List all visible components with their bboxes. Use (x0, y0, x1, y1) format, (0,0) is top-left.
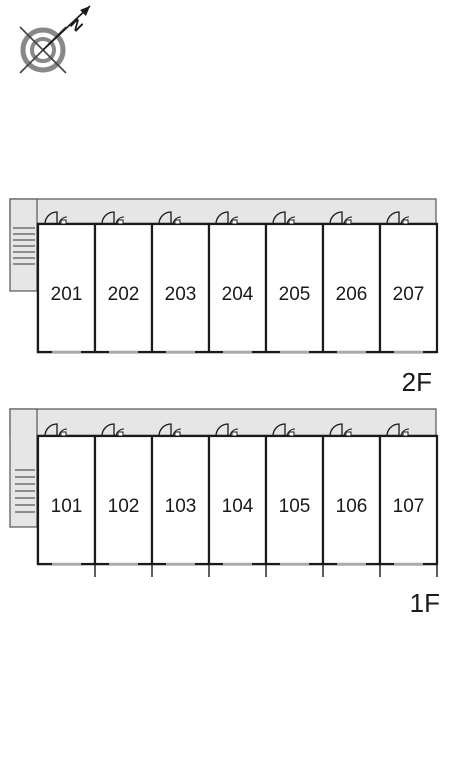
unit-label: 104 (222, 496, 254, 517)
unit-room (150, 222, 211, 354)
staircase-1f (15, 469, 35, 513)
unit-label: 202 (108, 284, 140, 305)
door-icon (158, 423, 182, 437)
pillars-1f (94, 564, 438, 577)
floor-label-2f: 2F (402, 367, 432, 397)
stair-landing-2f (9, 198, 38, 292)
unit-105[interactable]: 105 (264, 423, 325, 566)
unit-room (264, 222, 325, 354)
unit-label: 101 (51, 496, 83, 517)
unit-106[interactable]: 106 (321, 423, 382, 566)
unit-205[interactable]: 205 (264, 211, 325, 354)
door-icon (386, 423, 410, 437)
unit-room (378, 222, 439, 354)
door-icon (329, 423, 353, 437)
door-icon (215, 211, 239, 225)
floor-label-1f: 1F (410, 588, 440, 618)
door-icon (44, 211, 68, 225)
unit-203[interactable]: 203 (150, 211, 211, 354)
door-icon (272, 423, 296, 437)
unit-103[interactable]: 103 (150, 423, 211, 566)
unit-room (36, 434, 97, 566)
unit-label: 107 (393, 496, 425, 517)
floor-2f: 201 202 203 204 205 206 207 2F (9, 198, 439, 397)
unit-label: 106 (336, 496, 368, 517)
unit-104[interactable]: 104 (207, 423, 268, 566)
door-icon (215, 423, 239, 437)
unit-207[interactable]: 207 (378, 211, 439, 354)
door-icon (44, 423, 68, 437)
unit-label: 102 (108, 496, 140, 517)
unit-label: 103 (165, 496, 197, 517)
unit-107[interactable]: 107 (378, 423, 439, 566)
compass-north-icon: N (19, 5, 91, 74)
unit-room (93, 434, 154, 566)
door-icon (101, 423, 125, 437)
door-icon (158, 211, 182, 225)
unit-room (150, 434, 211, 566)
stair-landing-1f (9, 408, 38, 528)
door-icon (272, 211, 296, 225)
unit-label: 203 (165, 284, 197, 305)
unit-label: 207 (393, 284, 425, 305)
unit-101[interactable]: 101 (36, 423, 97, 566)
unit-label: 201 (51, 284, 83, 305)
unit-label: 205 (279, 284, 311, 305)
door-icon (386, 211, 410, 225)
unit-label: 204 (222, 284, 254, 305)
unit-202[interactable]: 202 (93, 211, 154, 354)
unit-102[interactable]: 102 (93, 423, 154, 566)
floor-1f: 101 102 103 104 105 106 107 1F (9, 408, 440, 618)
unit-label: 206 (336, 284, 368, 305)
corridor-1f (9, 408, 437, 438)
door-icon (101, 211, 125, 225)
unit-label: 105 (279, 496, 311, 517)
compass-letter: N (66, 16, 86, 36)
unit-room (207, 222, 268, 354)
door-icon (329, 211, 353, 225)
unit-206[interactable]: 206 (321, 211, 382, 354)
unit-204[interactable]: 204 (207, 211, 268, 354)
staircase-2f (13, 227, 35, 265)
unit-201[interactable]: 201 (36, 211, 97, 354)
